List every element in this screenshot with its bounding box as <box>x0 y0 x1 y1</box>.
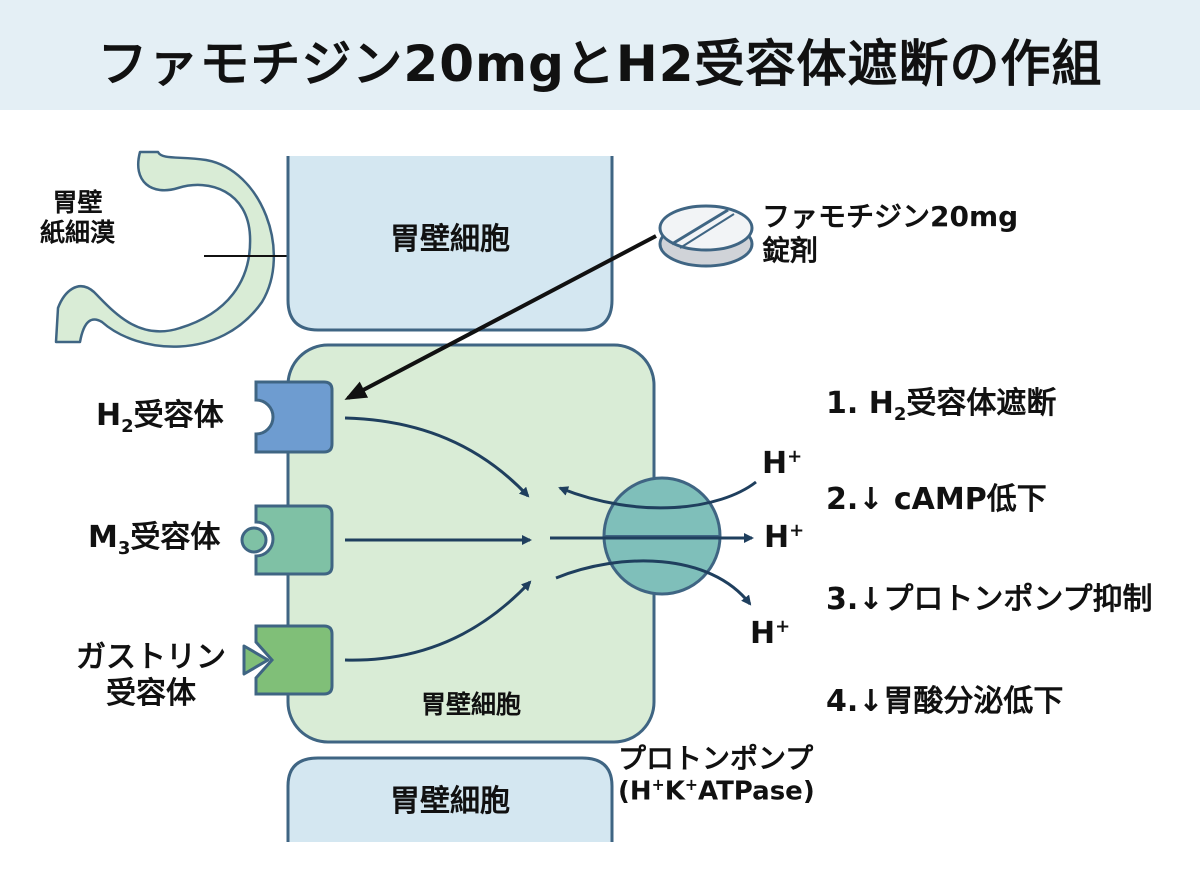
parietal-cell-main <box>286 343 656 744</box>
stomach-icon <box>54 150 312 348</box>
gastrin-signal-arrow <box>344 580 532 662</box>
gastrin-receptor-label: ガストリン 受容体 <box>76 640 226 711</box>
tablet-icon <box>658 204 754 268</box>
ion-arrow-top <box>558 480 757 510</box>
step-2: 2.↓ cAMP低下 <box>826 482 1047 517</box>
tablet-label: ファモチジン20mg 錠剤 <box>762 200 1019 267</box>
parietal-cell-main-label: 胃壁細胞 <box>420 690 521 719</box>
parietal-cell-bottom <box>286 756 614 842</box>
ion-label-bottom: H+ <box>750 616 791 651</box>
m3-receptor-icon <box>254 504 334 576</box>
parietal-cell-top-label: 胃壁細胞 <box>390 222 510 257</box>
step-1: 1. H2受容体遮断 <box>826 386 1057 425</box>
h2-receptor-icon <box>254 380 334 454</box>
h2-receptor-label: H2受容体 <box>96 398 224 437</box>
step-4: 4.↓胃酸分泌低下 <box>826 684 1064 719</box>
ion-label-middle: H+ <box>764 520 805 555</box>
stomach-label: 胃壁 紙細漠 <box>40 188 116 247</box>
parietal-cell-top <box>286 156 614 332</box>
m3-ligand-icon <box>240 526 268 554</box>
gastrin-ligand-icon <box>242 644 270 676</box>
page-title: ファモチジン20mgとH2受容体遮断の作組 <box>97 35 1103 93</box>
drug-binding-arrow <box>344 234 657 400</box>
parietal-cell-bottom-label: 胃壁細胞 <box>390 784 510 819</box>
proton-pump-label: プロトンポンプ (H+K+ATPase) <box>618 742 815 807</box>
ion-label-top: H+ <box>762 446 803 481</box>
title-bar <box>0 0 1200 110</box>
m3-receptor-label: M3受容体 <box>88 520 221 559</box>
step-3: 3.↓プロトンポンプ抑制 <box>826 582 1153 617</box>
ion-arrow-bottom <box>555 559 752 606</box>
gastrin-receptor-icon <box>254 624 334 696</box>
h2-signal-arrow <box>344 416 530 498</box>
